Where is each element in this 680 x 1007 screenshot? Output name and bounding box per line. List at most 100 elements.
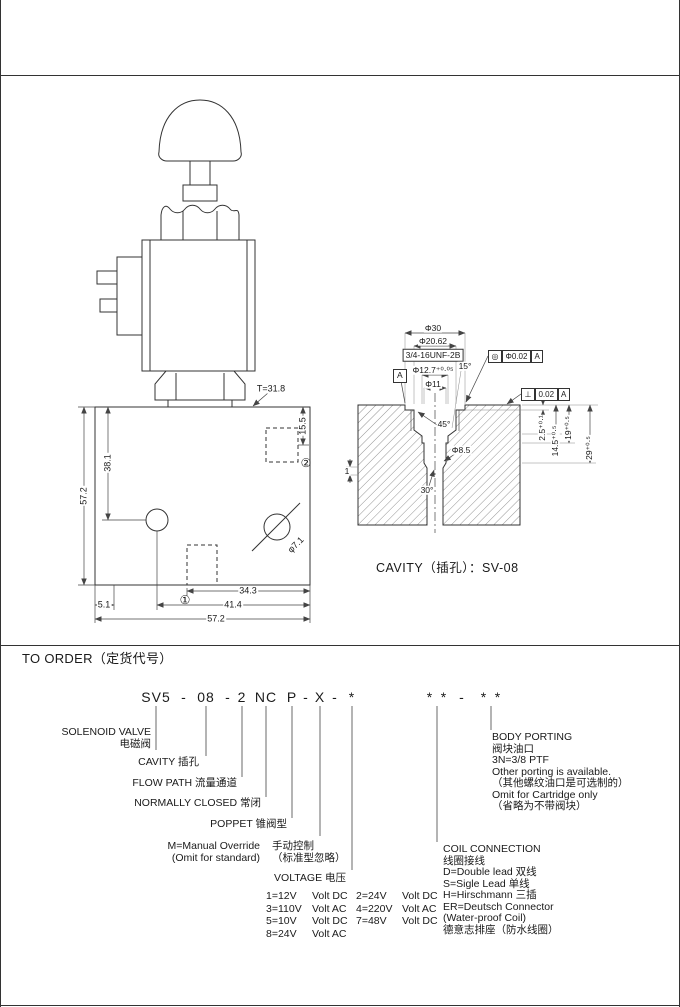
cavity-material-left <box>357 404 428 526</box>
label-body-porting: BODY PORTING 阀块油口 3N=3/8 PTF Other porti… <box>492 731 629 812</box>
valve-body-block <box>94 406 311 586</box>
washer <box>167 399 233 408</box>
port2-balloon: ② <box>300 456 312 470</box>
hex-nut <box>154 370 246 401</box>
code-dash: - <box>225 689 231 705</box>
mount-hole-left <box>145 508 169 532</box>
code-dash: - <box>459 689 465 705</box>
label-voltage-title: VOLTAGE 电压 <box>274 872 346 884</box>
code-dash: - <box>181 689 187 705</box>
concentricity-value: Φ0.02 <box>501 350 531 363</box>
voltage-cell: 5=10V <box>266 915 297 927</box>
valve-side-view <box>94 99 311 586</box>
voltage-cell: Volt AC <box>312 927 347 940</box>
voltage-cell <box>402 928 446 941</box>
perpendicularity-symbol-icon: ⊥ <box>521 388 535 401</box>
voltage-cell: Volt DC <box>402 890 438 902</box>
perpendicularity-value: 0.02 <box>534 388 558 401</box>
dim-depth-29: 29⁺⁰·⁵ <box>583 435 594 461</box>
datum-flag-a: A <box>393 369 407 383</box>
order-leader-lines <box>155 706 492 870</box>
dim-width-414: 41.4 <box>223 599 243 610</box>
code-body-star: * <box>480 689 488 705</box>
label-normally-closed: NORMALLY CLOSED 常闭 <box>134 797 261 809</box>
perpendicularity-datum: A <box>557 388 570 401</box>
voltage-cell: 3=110V <box>266 902 302 915</box>
dim-width-51: 5.1 <box>96 599 112 610</box>
cavity-title: CAVITY（插孔）：SV-08 <box>376 561 519 575</box>
dim-torque: T=31.8 <box>255 383 287 394</box>
coil-body <box>141 239 256 372</box>
cavity-dimension-lines <box>346 330 598 487</box>
stem-collar <box>182 184 218 202</box>
connector-pin-upper <box>96 270 118 285</box>
code-flow-path: 2 <box>237 689 247 705</box>
dim-port-depth: 15.5 <box>297 416 308 436</box>
order-title: TO ORDER（定货代号） <box>22 651 173 666</box>
label-cavity: CAVITY 插孔 <box>138 756 199 768</box>
voltage-cell: Volt AC <box>312 902 347 915</box>
castellated-nut <box>160 204 240 241</box>
hole-diagonal-leader <box>251 502 301 552</box>
dim-d85: Φ8.5 <box>450 444 472 455</box>
voltage-cell <box>356 928 402 941</box>
dim-thread-callout: 3/4-16UNF-2B <box>402 348 464 362</box>
manual-override-knob <box>158 99 242 162</box>
cavity-material-right <box>442 404 521 526</box>
dim-height-hole: 38.1 <box>102 453 113 473</box>
dim-depth-145: 14.5⁺⁰·⁵ <box>549 424 560 458</box>
concentricity-datum: A <box>530 350 544 363</box>
knob-stem <box>189 160 211 186</box>
voltage-cell: 8=24V <box>266 927 297 940</box>
dim-d127: Φ12.7⁺⁰·⁰⁵ <box>411 364 455 375</box>
label-manual-override-en: M=Manual Override (Omit for standard) <box>167 840 261 864</box>
label-solenoid-valve: SOLENOID VALVE 电磁阀 <box>61 726 151 750</box>
voltage-cell: Volt AC <box>402 902 437 915</box>
voltage-cell: Volt DC <box>402 915 438 927</box>
label-coil-connection: COIL CONNECTION 线圈接线 D=Double lead 双线 S=… <box>443 843 559 936</box>
code-dash: - <box>332 689 338 705</box>
voltage-table: 1=12V Volt DC 2=24V Volt DC 3=110V Volt … <box>266 890 446 940</box>
connector-pin-lower <box>99 298 118 313</box>
dim-angle-45: 45° <box>436 418 452 429</box>
dim-depth-25: 2.5⁺⁰·¹ <box>536 414 547 442</box>
voltage-cell: Volt DC <box>312 890 348 902</box>
code-poppet: P <box>286 689 298 705</box>
voltage-cell: 7=48V <box>356 915 387 927</box>
dim-d2062: Φ20.62 <box>417 335 449 346</box>
code-dash: - <box>303 689 309 705</box>
voltage-cell: Volt DC <box>312 915 348 927</box>
code-coil-star: * <box>440 689 448 705</box>
code-manual-override: X <box>314 689 326 705</box>
voltage-cell: 4=220V <box>356 902 393 915</box>
label-flow-path: FLOW PATH 流量通道 <box>132 777 237 789</box>
label-manual-override-zh: 手动控制 （标准型忽略） <box>272 840 346 864</box>
cavity-section-view <box>357 393 521 533</box>
dim-width-572: 57.2 <box>206 613 226 624</box>
port2-hidden-bore <box>265 427 299 463</box>
din-connector <box>116 256 143 336</box>
label-poppet: POPPET 锥阀型 <box>210 818 287 830</box>
voltage-cell: 2=24V <box>356 890 387 902</box>
concentricity-symbol-icon: ◎ <box>488 350 502 363</box>
mount-hole-right <box>263 513 291 541</box>
voltage-cell: 1=12V <box>266 890 297 902</box>
code-model: SV5 <box>141 689 171 705</box>
dim-d30: Φ30 <box>423 322 443 333</box>
code-cavity: 08 <box>197 689 215 705</box>
port1-balloon: ① <box>179 593 191 607</box>
dim-undercut-1: 1 <box>343 465 351 476</box>
nose-hidden-bore <box>186 544 218 586</box>
code-coil-star: * <box>426 689 434 705</box>
code-normally-closed: NC <box>254 689 278 705</box>
dim-width-343: 34.3 <box>238 585 258 596</box>
dim-angle-30: 30° <box>419 484 435 495</box>
dim-d11: Φ11 <box>424 378 442 389</box>
dim-angle-15: 15° <box>457 360 473 371</box>
code-body-star: * <box>494 689 502 705</box>
code-voltage-star: * <box>348 689 356 705</box>
